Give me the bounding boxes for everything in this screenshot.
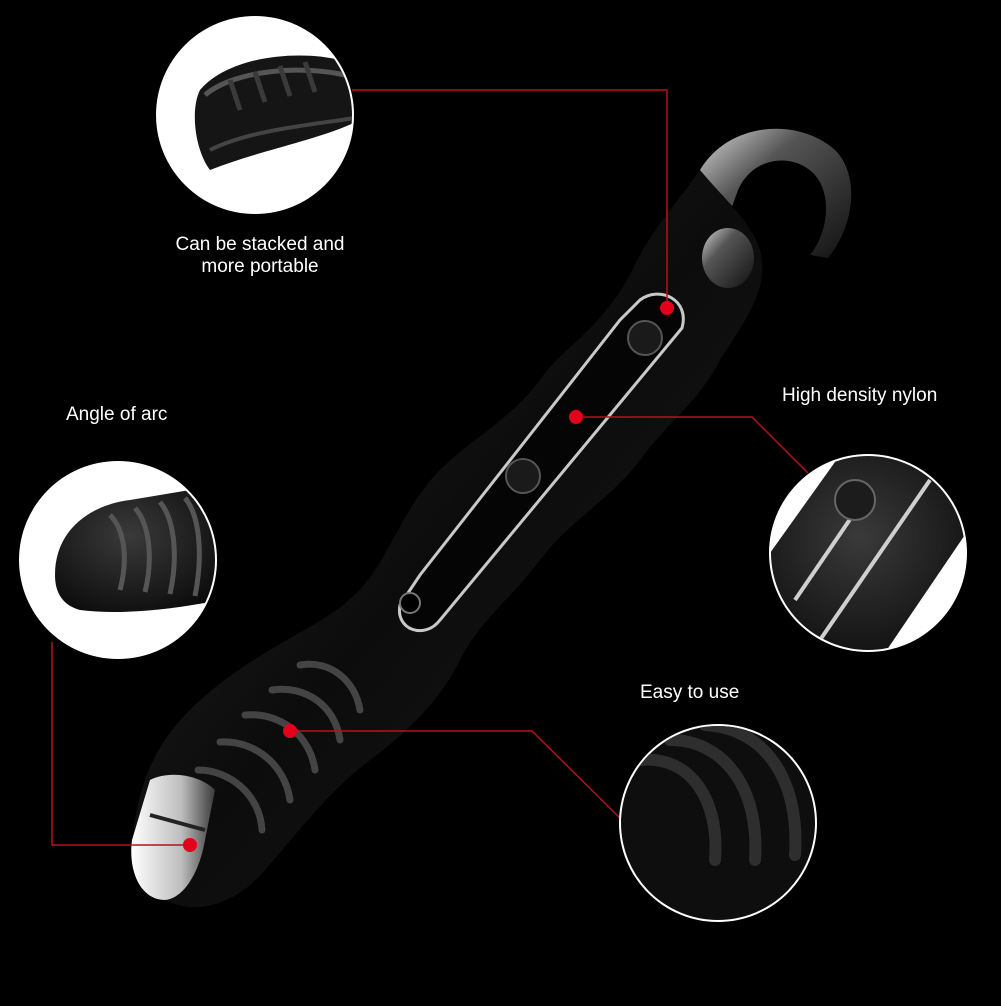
leader-line-nylon bbox=[576, 416, 809, 474]
callout-dots bbox=[183, 301, 674, 852]
detail-nylon bbox=[769, 454, 967, 652]
callout-stacked-label: Can be stacked and more portable bbox=[150, 234, 370, 278]
nylon-slot-detail bbox=[771, 456, 965, 650]
leader-line-easy bbox=[290, 730, 623, 821]
detail-stacked bbox=[156, 16, 354, 214]
dot-easy bbox=[283, 724, 297, 738]
callout-easy-label: Easy to use bbox=[640, 682, 740, 703]
leader-line-stacked bbox=[352, 89, 668, 308]
leader-lines bbox=[51, 89, 809, 846]
arc-tip-detail bbox=[55, 485, 215, 612]
dot-nylon bbox=[569, 410, 583, 424]
lever-hook bbox=[700, 128, 852, 258]
callout-stacked-line1: Can be stacked and bbox=[175, 234, 345, 255]
lever-hole bbox=[399, 592, 421, 614]
callout-stacked-line2: more portable bbox=[201, 256, 319, 277]
callout-nylon-label: High density nylon bbox=[782, 385, 938, 406]
detail-arc bbox=[19, 461, 217, 659]
tire-lever-product bbox=[131, 128, 852, 908]
rivet-upper bbox=[627, 320, 663, 356]
lever-tip bbox=[131, 774, 215, 900]
tip-edge bbox=[149, 813, 206, 832]
lever-slot bbox=[398, 292, 685, 633]
dot-arc bbox=[183, 838, 197, 852]
detail-easy bbox=[619, 724, 817, 922]
leader-line-arc bbox=[51, 642, 190, 846]
rivet-middle bbox=[505, 458, 541, 494]
dot-stacked bbox=[660, 301, 674, 315]
lever-knob bbox=[702, 228, 754, 288]
callout-arc-label: Angle of arc bbox=[66, 404, 168, 425]
